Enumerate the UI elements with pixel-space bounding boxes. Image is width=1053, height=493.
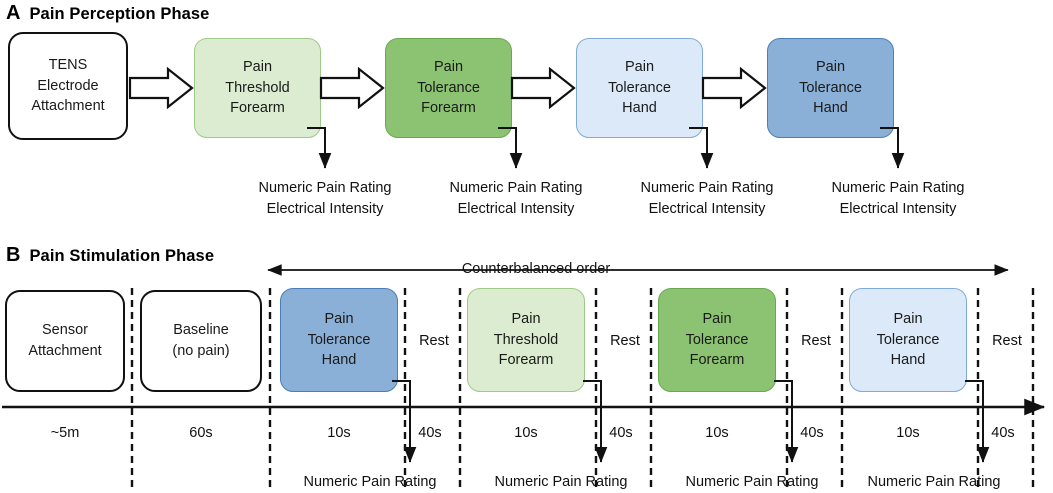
panel-a-box-pain-threshold-forearm: Pain Threshold Forearm [194,38,321,138]
panel-a-outcome-1: Numeric Pain Rating Electrical Intensity [240,178,410,220]
panel-a-outcome-3: Numeric Pain Rating Electrical Intensity [622,178,792,220]
panel-b-letter: B [6,244,21,266]
outcome-line: Electrical Intensity [457,201,575,218]
panel-b-box-sensor-attachment: Sensor Attachment [5,290,125,392]
rating-elbow-3 [774,380,799,463]
panel-a-title: Pain Perception Phase [29,5,210,23]
box-line: Forearm [421,100,476,117]
box-line: (no pain) [172,343,230,359]
duration-label-3: 10s [327,425,351,441]
box-line: TENS [48,57,88,74]
block-arrow-3 [510,66,576,110]
box-line: Hand [321,352,357,369]
duration-label-4: 40s [418,425,442,441]
box-line: Pain [433,59,464,76]
panel-a-box-pain-tolerance-hand-2: Pain Tolerance Hand [767,38,894,138]
panel-a-outcome-2: Numeric Pain Rating Electrical Intensity [431,178,601,220]
block-arrow-1 [128,66,194,110]
duration-label-1: ~5m [50,425,80,441]
panel-a-heading: A Pain Perception Phase [6,3,209,23]
box-line: Threshold [225,79,290,96]
box-line: Hand [622,100,657,117]
box-line: Hand [890,352,926,369]
outcome-line: Numeric Pain Rating [640,180,774,196]
panel-b-outcome-2: Numeric Pain Rating [494,474,628,490]
panel-b-outcome-4: Numeric Pain Rating [867,474,1001,490]
panel-a-outcome-4: Numeric Pain Rating Electrical Intensity [813,178,983,220]
box-line: Tolerance [685,331,749,348]
panel-b-heading: B Pain Stimulation Phase [6,245,214,265]
outcome-line: Numeric Pain Rating [831,180,965,196]
panel-a-box-pain-tolerance-hand-1: Pain Tolerance Hand [576,38,703,138]
box-line: Attachment [31,98,105,115]
box-line: Tolerance [876,331,940,348]
panel-b-rest-label-2: Rest [610,333,640,349]
box-line: Attachment [28,343,102,359]
panel-b-rest-label-1: Rest [419,333,449,349]
duration-label-5: 10s [514,425,538,441]
box-line: Pain [815,59,846,76]
panel-b-box-pain-tolerance-hand-1: Pain Tolerance Hand [280,288,398,392]
outcome-line: Electrical Intensity [266,201,384,218]
rating-elbow-2 [583,380,608,463]
panel-a-box-tens-electrode-attachment: TENS Electrode Attachment [8,32,128,140]
box-line: Tolerance [608,79,671,96]
panel-b-title: Pain Stimulation Phase [29,247,215,265]
panel-b-rest-label-4: Rest [992,333,1022,349]
rating-elbow-1 [392,380,417,463]
box-line: Forearm [498,352,554,369]
box-line: Tolerance [417,79,480,96]
panel-b-box-pain-threshold-forearm: Pain Threshold Forearm [467,288,585,392]
outcome-line: Electrical Intensity [648,201,766,218]
panel-b-rest-label-3: Rest [801,333,831,349]
box-line: Pain [893,311,923,328]
box-line: Pain [242,59,273,76]
panel-b-box-baseline: Baseline (no pain) [140,290,262,392]
box-line: Forearm [230,100,285,117]
duration-label-2: 60s [189,425,213,441]
panel-a-box-pain-tolerance-forearm: Pain Tolerance Forearm [385,38,512,138]
box-line: Pain [624,59,655,76]
box-line: Baseline [173,322,229,339]
outcome-line: Numeric Pain Rating [449,180,583,196]
rating-elbow-4 [965,380,990,463]
panel-a-letter: A [6,2,21,24]
block-arrow-4 [701,66,767,110]
duration-label-6: 40s [609,425,633,441]
block-arrow-2 [319,66,385,110]
box-line: Electrode [37,77,99,94]
outcome-line: Numeric Pain Rating [258,180,392,196]
counterbalanced-order-label: Counterbalanced order [455,261,617,277]
panel-b-rating-connectors [392,380,990,463]
box-line: Tolerance [799,79,862,96]
box-line: Pain [511,311,541,328]
duration-label-7: 10s [705,425,729,441]
box-line: Forearm [689,352,745,369]
duration-label-9: 10s [896,425,920,441]
panel-b-box-pain-tolerance-forearm: Pain Tolerance Forearm [658,288,776,392]
box-line: Tolerance [307,331,371,348]
box-line: Pain [324,311,354,328]
duration-label-8: 40s [800,425,824,441]
panel-b-box-pain-tolerance-hand-2: Pain Tolerance Hand [849,288,967,392]
panel-b-outcome-1: Numeric Pain Rating [303,474,437,490]
box-line: Threshold [493,331,559,348]
box-line: Pain [702,311,732,328]
box-line: Sensor [42,322,88,339]
duration-label-10: 40s [991,425,1015,441]
box-line: Hand [813,100,848,117]
panel-b-outcome-3: Numeric Pain Rating [685,474,819,490]
outcome-line: Electrical Intensity [839,201,957,218]
